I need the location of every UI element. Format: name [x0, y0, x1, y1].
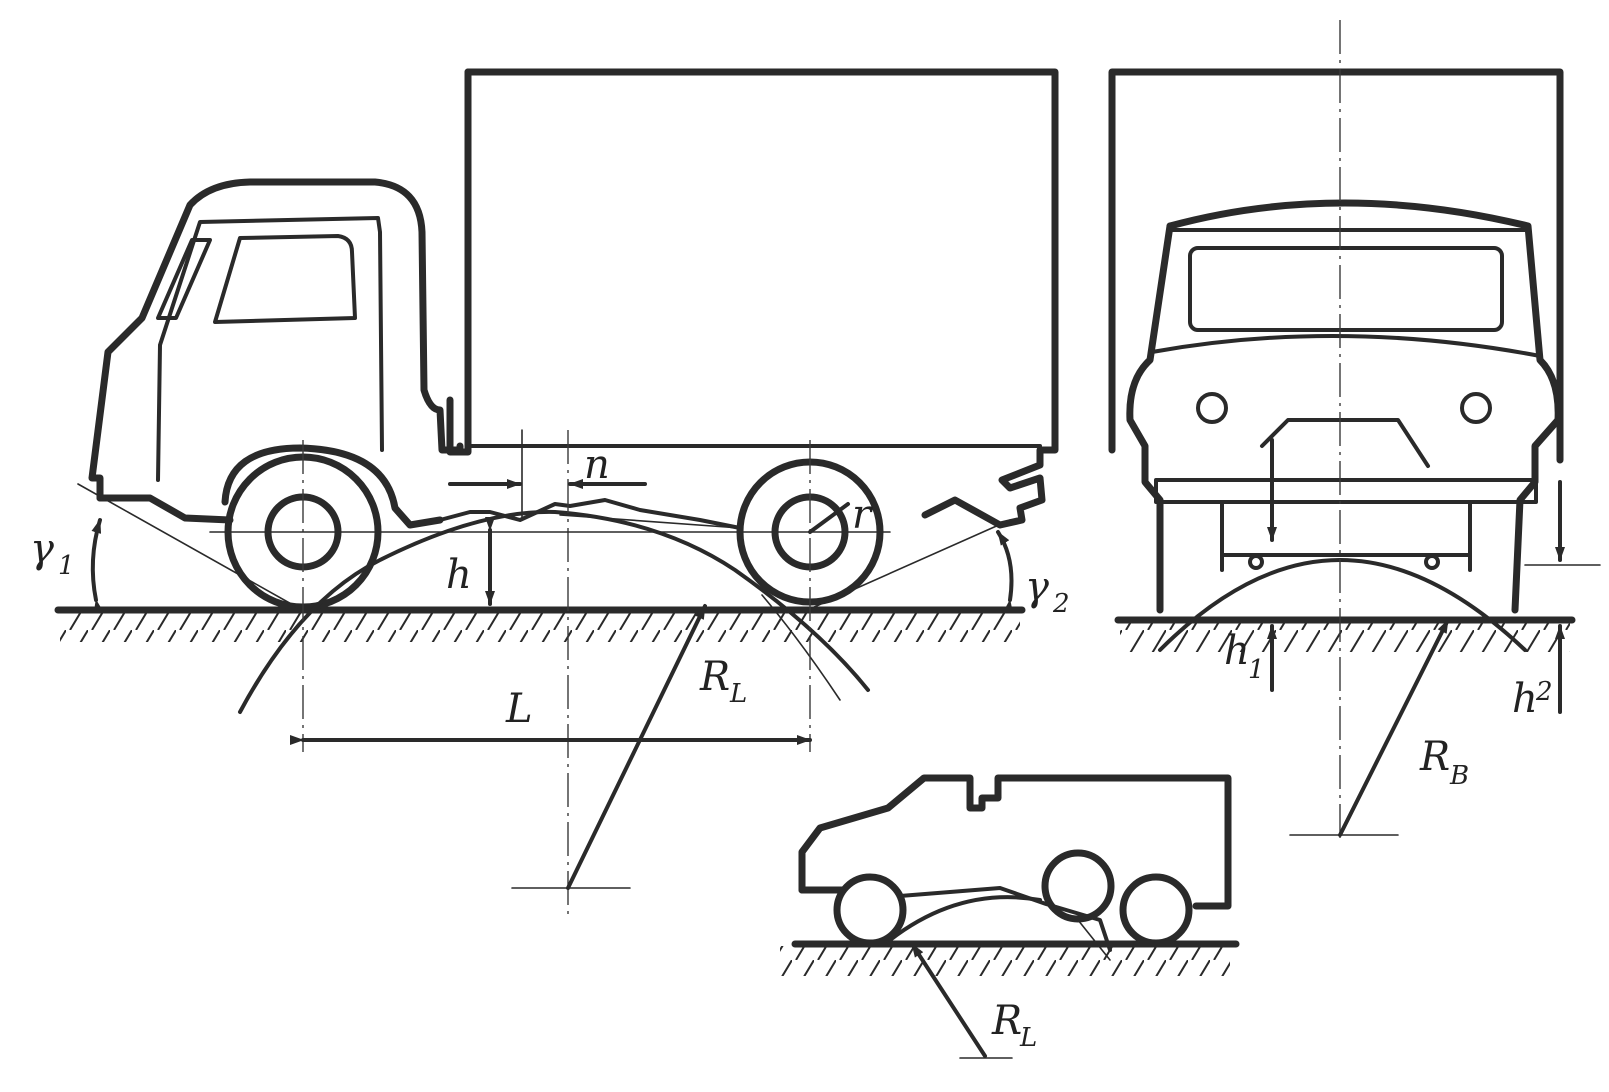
RB-sub: B [1449, 761, 1469, 791]
RL-label: R [699, 654, 730, 700]
r-label: r [852, 492, 874, 538]
L-label: L [505, 686, 533, 732]
cab-window [213, 234, 357, 324]
gamma2-sub: 2 [1052, 589, 1070, 619]
front-right-tire-detail [1424, 554, 1440, 570]
h2-sub: 2 [1535, 677, 1553, 707]
n-label: n [584, 442, 610, 488]
gamma1-sub: 1 [58, 551, 75, 581]
cargo-box-front-wall [446, 68, 472, 456]
small-RL-radius-line [910, 942, 987, 1058]
left-headlight [1196, 392, 1228, 424]
front-ground-hatch [1120, 622, 1570, 652]
RL-radius-line [566, 604, 707, 890]
gamma1-label: γ [30, 526, 54, 572]
front-hood-line [1150, 333, 1542, 358]
cargo-box [464, 68, 1059, 529]
front-wheel-arch [221, 444, 444, 529]
cab-door-line [156, 216, 384, 482]
small-truck-view: R L [780, 774, 1240, 1059]
side-ground-hatch [60, 612, 1020, 642]
front-left-tire-detail [1248, 554, 1264, 570]
small-middle-wheel [1041, 849, 1115, 923]
front-grille [1260, 418, 1430, 468]
front-approach-line [77, 483, 303, 611]
RB-radius-line [1338, 618, 1450, 837]
small-ramp-secondary [1077, 919, 1111, 961]
small-ramp-arc [888, 895, 1042, 942]
h1-label: h [1224, 628, 1250, 674]
front-bumper [1154, 478, 1538, 504]
small-front-wheel [833, 873, 907, 947]
cab-quarter-window [156, 238, 212, 320]
h2-label: h [1512, 676, 1538, 722]
gamma2-label: γ [1025, 564, 1049, 610]
right-headlight [1460, 392, 1492, 424]
h-label: h [446, 552, 472, 598]
small-RL-label: R [991, 998, 1022, 1044]
side-view: γ 1 γ 2 h n r L R L [30, 68, 1070, 920]
cab-body [88, 178, 464, 502]
small-ground-hatch [780, 946, 1230, 976]
front-view: h 1 h 2 R B [1108, 20, 1601, 840]
gamma1-arc [90, 518, 104, 614]
front-windshield [1188, 246, 1504, 332]
RL-sub: L [729, 679, 747, 709]
underbody-line [438, 498, 742, 530]
small-RL-sub: L [1019, 1023, 1037, 1053]
gamma2-arc [996, 530, 1014, 614]
front-box-outline [1108, 68, 1564, 464]
rear-departure-line [811, 519, 1011, 609]
r-radius-line [808, 502, 850, 534]
small-truck-body [798, 774, 1232, 910]
small-rear-wheel [1119, 873, 1193, 947]
RB-label: R [1419, 734, 1450, 780]
ramp-breakover-arc [238, 509, 870, 714]
front-cab-outline [1166, 199, 1562, 614]
ramp-arc-secondary [761, 594, 841, 701]
front-cab-outline-left [1126, 222, 1174, 614]
small-underbody [898, 886, 1112, 952]
h1-sub: 1 [1248, 655, 1265, 685]
cab-lower-body [96, 494, 234, 524]
